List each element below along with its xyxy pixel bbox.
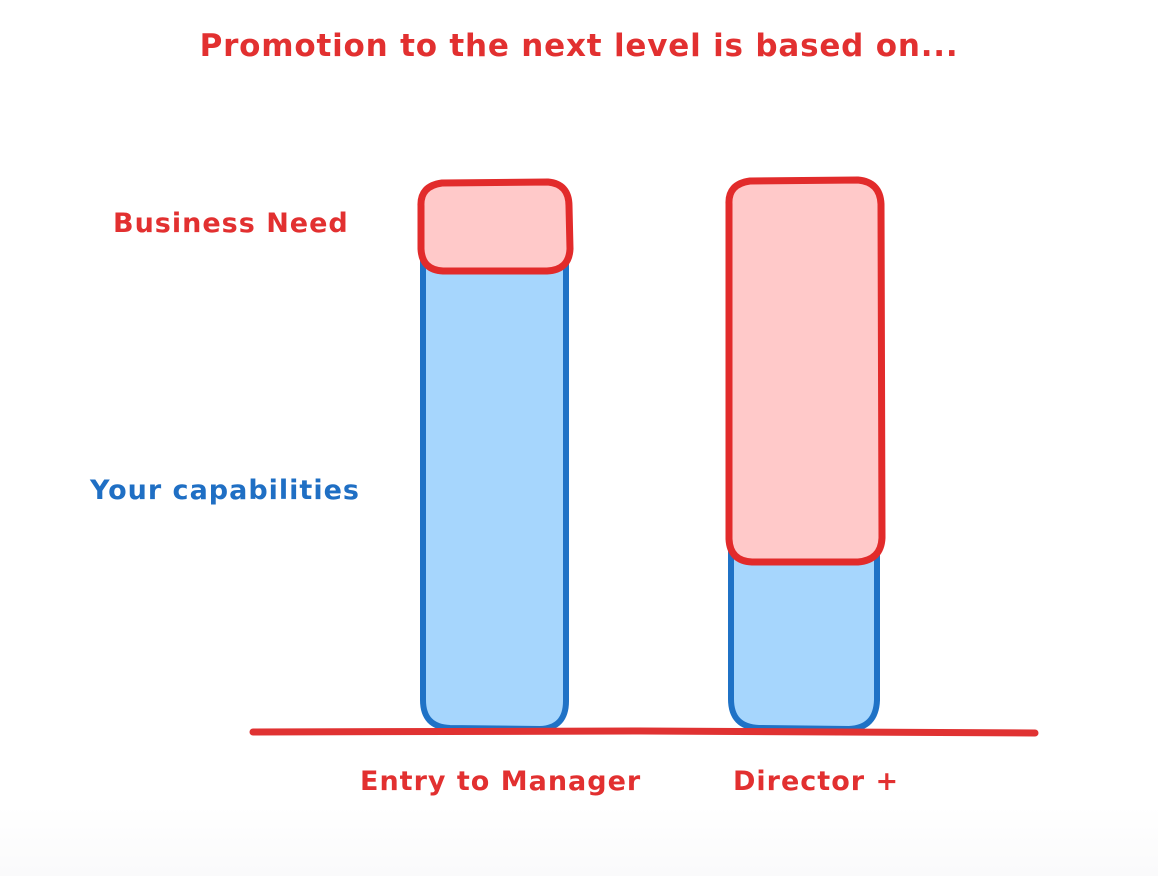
x-axis-baseline	[249, 727, 1039, 737]
page-title: Promotion to the next level is based on.…	[199, 28, 959, 64]
legend-label-your-capabilities: Your capabilities	[90, 475, 360, 506]
bar-group-entry-to-manager[interactable]	[417, 178, 574, 732]
bar-segment-business-need-1[interactable]	[725, 176, 886, 566]
bar-segment-business-need-0[interactable]	[417, 178, 574, 275]
bar-group-director-plus[interactable]	[725, 176, 886, 732]
x-axis-label-entry-to-manager: Entry to Manager	[360, 766, 642, 797]
legend-label-business-need: Business Need	[113, 208, 349, 239]
x-axis-label-director-plus: Director +	[733, 766, 900, 797]
